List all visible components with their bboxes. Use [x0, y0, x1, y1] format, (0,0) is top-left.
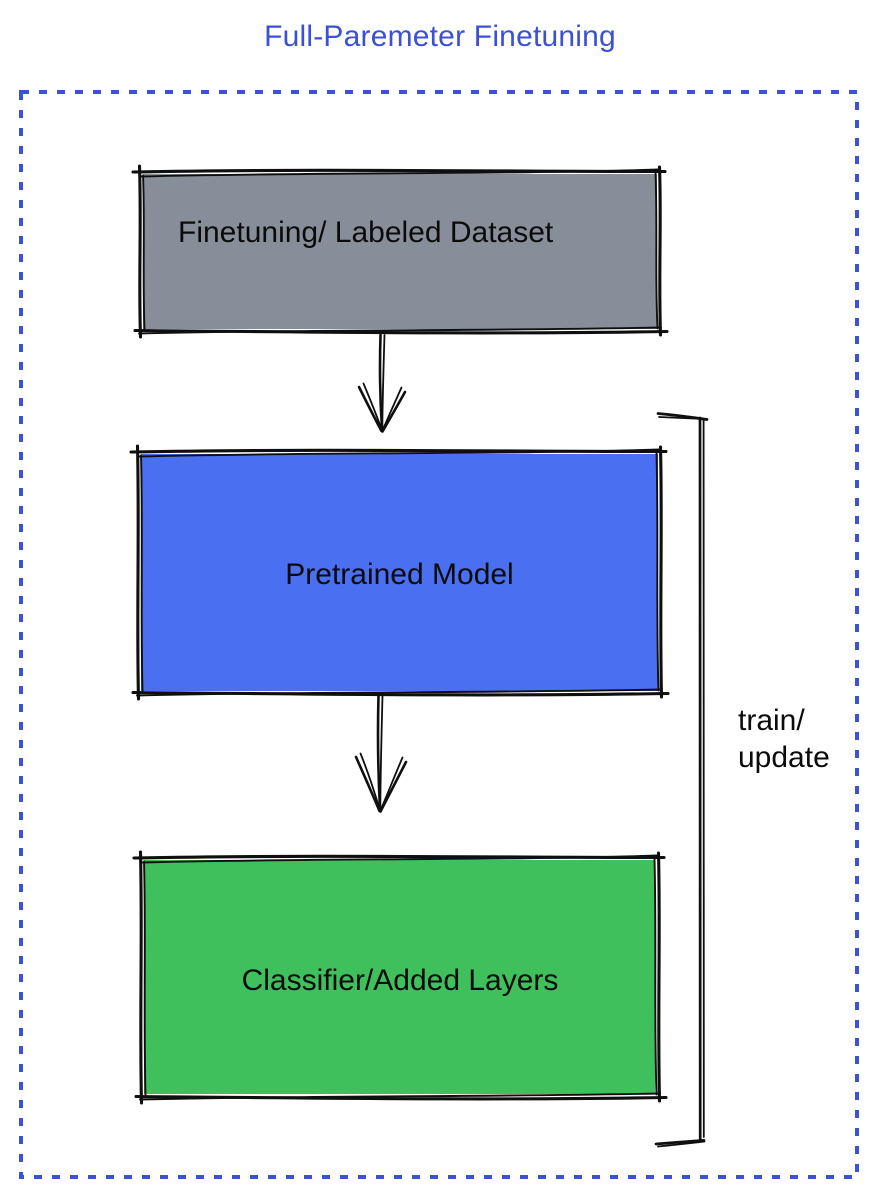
node-dataset-label: Finetuning/ Labeled Dataset: [178, 216, 554, 249]
node-classifier-fill: [144, 860, 655, 1094]
node-dataset-box: [131, 164, 669, 339]
train-update-bracket: [654, 412, 709, 1148]
dashed-border: [19, 90, 859, 1179]
node-model-label: Pretrained Model: [285, 558, 514, 591]
node-classifier-label: Classifier/Added Layers: [241, 964, 559, 997]
node-model-fill: [141, 454, 658, 691]
node-dataset-fill: [143, 174, 657, 329]
diagram-title: Full-Paremeter Finetuning: [264, 20, 616, 53]
arrow-model-to-classifier: [354, 694, 408, 813]
train-update-label-line2: update: [738, 741, 830, 774]
node-classifier-box: [132, 850, 668, 1105]
train-update-label-line1: train/: [738, 704, 805, 737]
arrow-dataset-to-model: [357, 333, 407, 433]
node-model-box: [129, 444, 670, 701]
train-update-label: train/ update: [738, 702, 830, 776]
